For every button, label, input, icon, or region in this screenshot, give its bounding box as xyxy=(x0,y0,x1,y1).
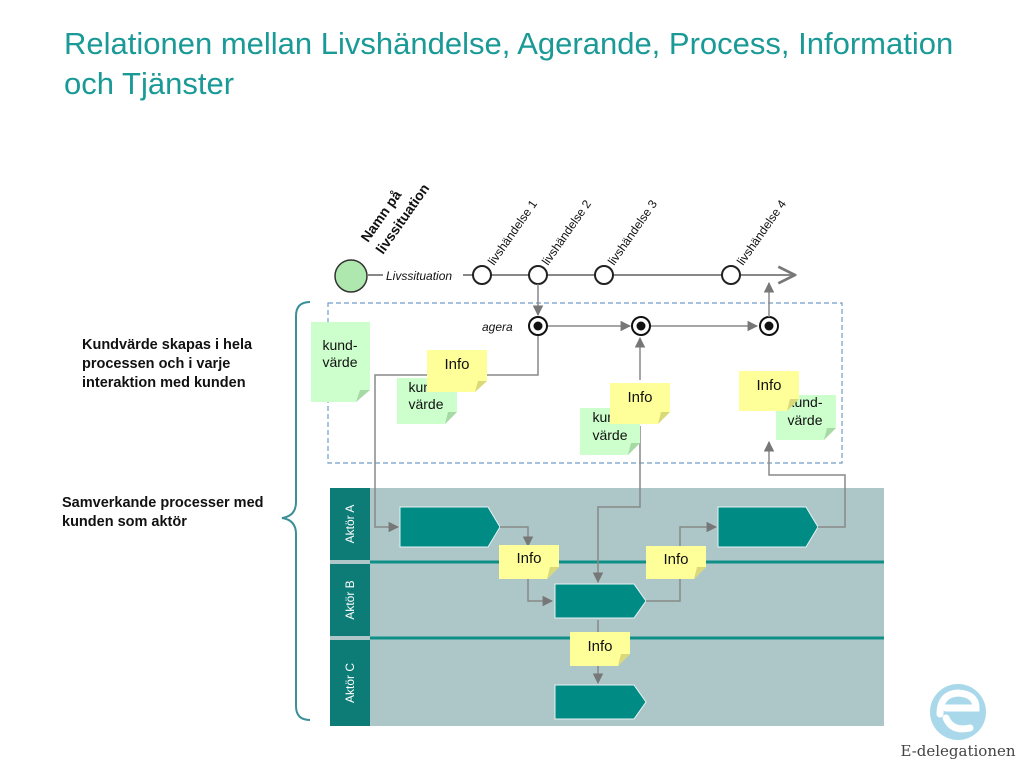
process-b1 xyxy=(554,583,647,619)
samverkande-label: Samverkande processer med kunden som akt… xyxy=(62,495,264,530)
svg-text:Info: Info xyxy=(444,356,469,373)
svg-text:Info: Info xyxy=(663,551,688,568)
lane-aktor-a: Aktör A xyxy=(330,488,370,560)
lane-aktor-c: Aktör C xyxy=(330,640,370,726)
svg-text:värde: värde xyxy=(592,427,627,443)
event-markers xyxy=(472,265,741,285)
livssituation-label: Livssituation xyxy=(386,269,452,283)
connectors xyxy=(374,281,846,685)
svg-text:Info: Info xyxy=(516,550,541,567)
svg-text:Info: Info xyxy=(627,389,652,406)
left-brace xyxy=(281,301,311,721)
process-a1 xyxy=(399,506,501,548)
info-note-6: Info xyxy=(570,632,630,666)
lane-aktor-b: Aktör B xyxy=(330,564,370,636)
lane-aktor-a-label: Aktör A xyxy=(343,505,357,544)
e-delegationen-logo: E-delegationen xyxy=(900,684,1016,760)
kundvarde-label: Kundvärde skapas i hela processen och i … xyxy=(82,337,253,391)
process-c1 xyxy=(554,684,647,720)
svg-text:värde: värde xyxy=(322,354,357,370)
process-a2 xyxy=(717,506,819,548)
svg-text:kund-: kund- xyxy=(322,337,357,353)
lane-aktor-b-label: Aktör B xyxy=(343,580,357,619)
kundvarde-note-4: kund- värde xyxy=(776,394,836,440)
info-note-2: Info xyxy=(610,383,670,424)
event-label-1: livshändelse 1 xyxy=(485,197,540,268)
info-note-5: Info xyxy=(646,546,706,579)
kundvarde-note-1: kund- värde xyxy=(311,322,370,402)
page-title: Relationen mellan Livshändelse, Agerande… xyxy=(64,26,954,101)
event-label-4: livshändelse 4 xyxy=(734,197,789,268)
info-note-1: Info xyxy=(427,350,487,392)
logo-text: E-delegationen xyxy=(900,742,1015,760)
info-note-3: Info xyxy=(739,371,799,411)
livssituation-start xyxy=(334,259,368,293)
svg-text:värde: värde xyxy=(408,396,443,412)
lane-aktor-c-label: Aktör C xyxy=(343,663,357,703)
event-label-3: livshändelse 3 xyxy=(605,197,660,268)
svg-text:Info: Info xyxy=(756,377,781,394)
event-label-2: livshändelse 2 xyxy=(539,197,594,268)
svg-text:värde: värde xyxy=(787,412,822,428)
svg-text:Info: Info xyxy=(587,638,612,655)
agera-label: agera xyxy=(482,320,513,334)
info-note-4: Info xyxy=(499,545,559,579)
